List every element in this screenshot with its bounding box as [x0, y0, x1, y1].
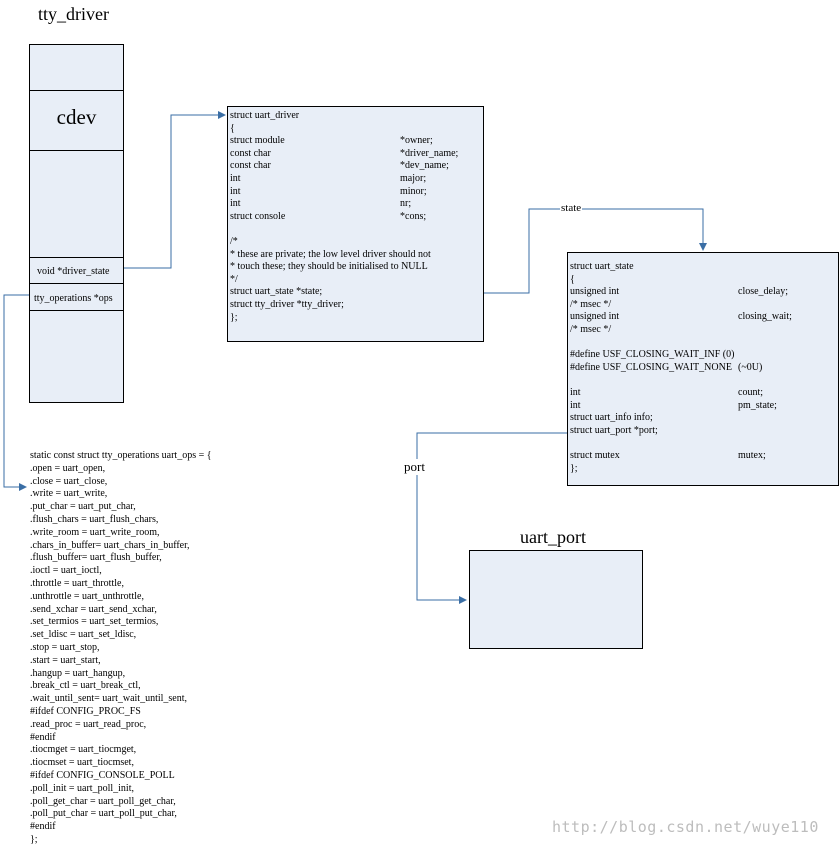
uart_state-line: int [570, 387, 581, 398]
port-arrow [416, 432, 568, 604]
uart-ops-line: .stop = uart_stop, [30, 642, 100, 653]
uart-ops-line: .put_char = uart_put_char, [30, 501, 136, 513]
uart_driver-line: int [230, 185, 241, 197]
uart-ops-line: .start = uart_start, [30, 654, 101, 666]
uart-ops-line: .read_proc = uart_read_proc, [30, 718, 147, 730]
uart_driver-line-value: *owner; [400, 135, 433, 147]
uart_driver-line: const char [230, 147, 271, 159]
uart_driver-line-value: *dev_name; [400, 160, 449, 172]
uart_state-line: unsigned int [570, 286, 620, 298]
uart_state-line: struct uart_port *port; [570, 424, 658, 436]
uart_driver-line: * these are private; the low level drive… [230, 248, 431, 260]
uart_driver-line: int [230, 198, 241, 210]
uart_driver-line: */ [230, 273, 238, 285]
uart-ops-line: static const struct tty_operations uart_… [30, 450, 212, 461]
uart_state-line-value: pm_state; [738, 399, 777, 411]
uart_driver-line: /* [230, 236, 238, 247]
uart_state-line: struct uart_info info; [570, 412, 653, 424]
uart-ops-line: .poll_put_char = uart_poll_put_char, [30, 808, 177, 820]
uart-ops-line: .send_xchar = uart_send_xchar, [30, 603, 157, 615]
uart_state-line: unsigned int [570, 311, 620, 323]
uart-ops-line: .chars_in_buffer= uart_chars_in_buffer, [30, 539, 190, 551]
uart-state-box: struct uart_state{ unsigned int close_del… [567, 252, 839, 486]
uart-ops-line: .hangup = uart_hangup, [30, 667, 126, 679]
ops-arrow [3, 294, 30, 491]
uart-ops-line: #ifdef CONFIG_CONSOLE_POLL [30, 770, 175, 781]
uart_state-line: #define USF_CLOSING_WAIT_NONE [570, 361, 732, 373]
uart_state-line: int [570, 399, 581, 411]
uart_driver-line: { [230, 122, 235, 134]
uart-port-title: uart_port [520, 527, 586, 547]
uart_state-line: #define USF_CLOSING_WAIT_INF (0) [570, 349, 735, 361]
uart-ops-line: .tiocmset = uart_tiocmset, [30, 757, 134, 769]
uart_driver-line: * touch these; they should be initialise… [230, 261, 428, 273]
watermark: http://blog.csdn.net/wuye110 [552, 818, 819, 836]
uart_driver-line: }; [230, 311, 238, 323]
uart_driver-line: struct uart_driver [230, 110, 300, 121]
uart-ops-line: #ifdef CONFIG_PROC_FS [30, 706, 141, 717]
driver-state-arrow [124, 111, 226, 269]
state-arrow [484, 208, 707, 294]
uart_state-line: struct mutex [570, 450, 620, 461]
uart-ops-line: .set_ldisc = uart_set_ldisc, [30, 629, 137, 641]
uart_state-line: /* msec */ [570, 324, 612, 335]
uart_state-line: }; [570, 462, 578, 474]
uart-ops-line: .poll_init = uart_poll_init, [30, 782, 134, 794]
uart-ops-line: .write = uart_write, [30, 488, 108, 500]
uart_driver-line: struct module [230, 135, 285, 147]
uart_state-line-value: closing_wait; [738, 311, 792, 323]
uart_driver-line-value: nr; [400, 198, 412, 210]
uart_state-line-value: (~0U) [738, 361, 763, 373]
uart_state-line-value: close_delay; [738, 286, 788, 298]
cdev-field: cdev [56, 105, 97, 129]
uart-ops-line: .poll_get_char = uart_poll_get_char, [30, 795, 176, 807]
tty-driver-title: tty_driver [38, 4, 109, 24]
uart_driver-line: int [230, 173, 241, 184]
uart_driver-line-value: minor; [400, 185, 427, 197]
uart_state-line: struct uart_state [570, 261, 634, 272]
tty-driver-box: cdev void *driver_state tty_operations *… [29, 44, 124, 403]
uart-ops-line: .write_room = uart_write_room, [30, 526, 160, 538]
uart_driver-line: struct uart_state *state; [230, 286, 323, 298]
driver-state-field: void *driver_state [37, 266, 110, 277]
uart_driver-line-value: *driver_name; [400, 147, 459, 159]
uart-ops-line: .unthrottle = uart_unthrottle, [30, 590, 144, 602]
uart-ops-line: .ioctl = uart_ioctl, [30, 565, 102, 577]
uart-ops-line: .set_termios = uart_set_termios, [30, 616, 159, 628]
uart-port-box [469, 550, 643, 649]
uart_state-line: /* msec */ [570, 298, 612, 310]
uart-ops-line: .tiocmget = uart_tiocmget, [30, 744, 137, 756]
uart_driver-line: const char [230, 160, 271, 172]
uart_driver-line: struct console [230, 210, 286, 222]
uart-ops-line: .flush_buffer= uart_flush_buffer, [30, 552, 162, 564]
uart-ops-line: #endif [30, 731, 56, 743]
uart-ops-line: #endif [30, 821, 56, 833]
uart_driver-line-value: major; [400, 173, 427, 184]
state-edge-label: state [560, 202, 583, 214]
uart-ops-line: .close = uart_close, [30, 475, 108, 487]
uart-ops-line: .wait_until_sent= uart_wait_until_sent, [30, 693, 188, 705]
uart-ops-line: .flush_chars = uart_flush_chars, [30, 514, 159, 525]
uart-ops-line: }; [30, 834, 38, 845]
uart_state-line-value: count; [738, 387, 763, 398]
uart-ops-line: .break_ctl = uart_break_ctl, [30, 680, 141, 692]
ops-field: tty_operations *ops [34, 293, 113, 304]
port-edge-label: port [404, 459, 425, 475]
uart-ops-line: .throttle = uart_throttle, [30, 578, 124, 589]
uart_driver-line: struct tty_driver *tty_driver; [230, 299, 344, 310]
uart-driver-box: struct uart_driver{ struct module *owner;… [227, 106, 484, 342]
uart_state-line: { [570, 273, 575, 285]
uart-ops-line: .open = uart_open, [30, 462, 106, 474]
uart_driver-line-value: *cons; [400, 210, 427, 222]
uart_state-line-value: mutex; [738, 450, 766, 461]
